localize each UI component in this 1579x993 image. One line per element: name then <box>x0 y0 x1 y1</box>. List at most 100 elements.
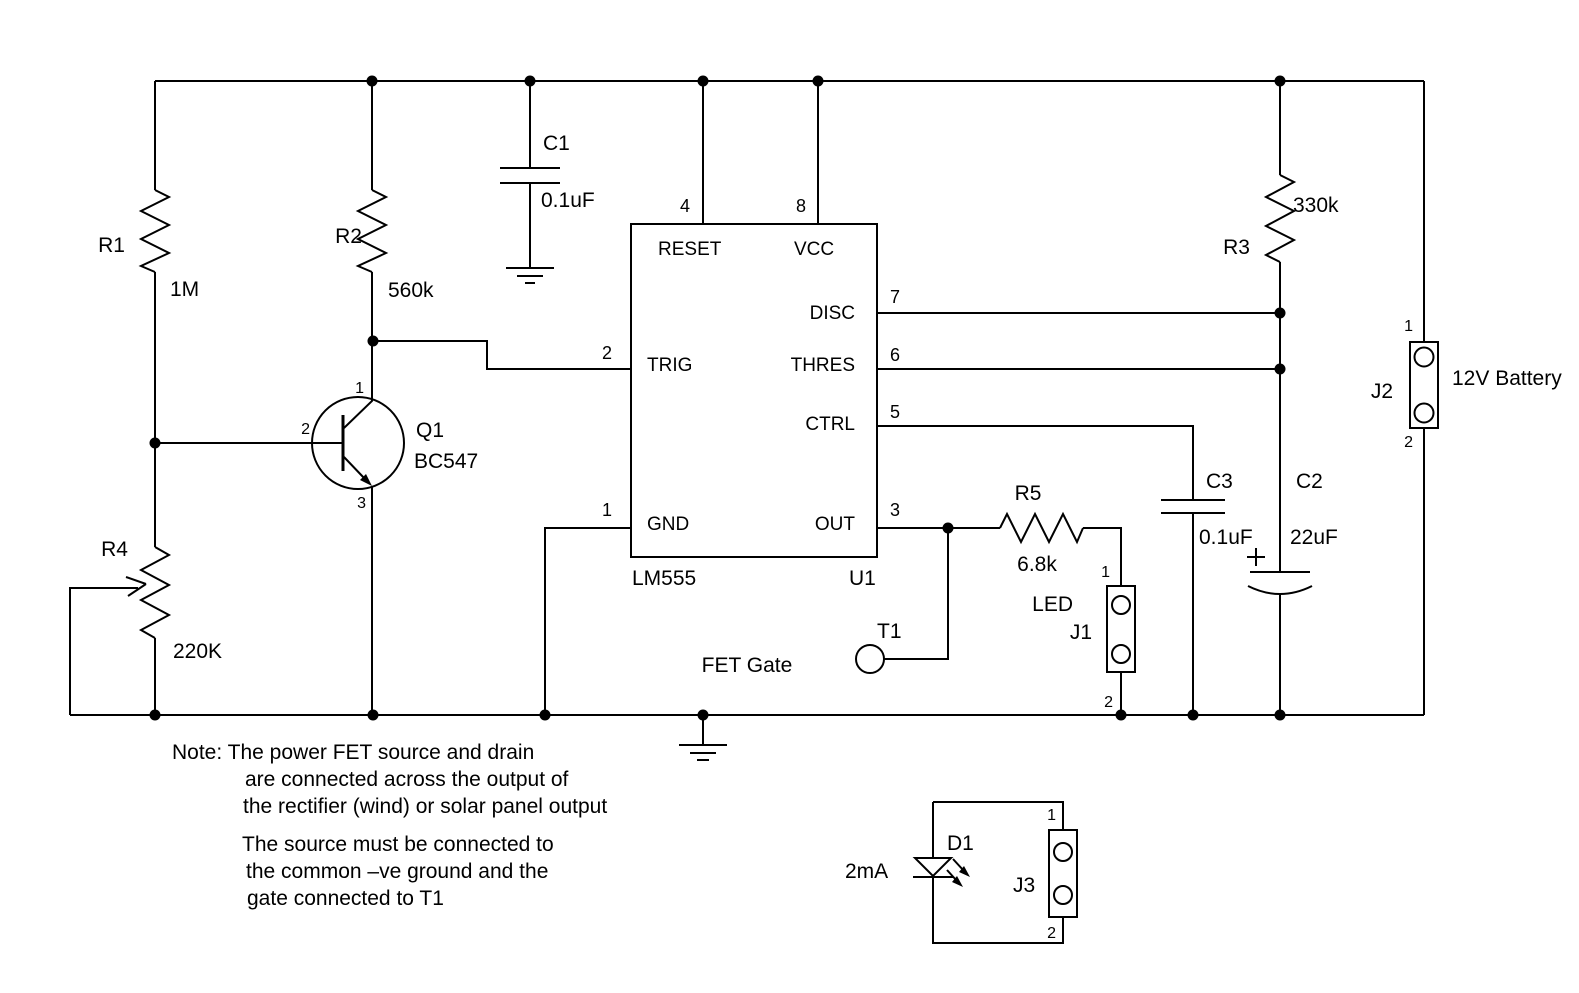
u1-ref: U1 <box>849 567 876 590</box>
j2-ref: J2 <box>1371 380 1393 403</box>
r4-ref: R4 <box>101 538 128 561</box>
pin-reset: RESET <box>658 239 722 260</box>
pin-thres: THRES <box>791 355 855 376</box>
r5-ref: R5 <box>1015 482 1042 505</box>
q1-ref: Q1 <box>416 419 444 442</box>
resistor-r1: R1 1M <box>98 189 199 301</box>
capacitor-c1: C1 0.1uF <box>500 132 595 284</box>
junction-dot <box>1274 75 1286 87</box>
junction-dot <box>366 75 378 87</box>
c3-ref: C3 <box>1206 470 1233 493</box>
junction-dots <box>149 75 1286 721</box>
junction-dot <box>697 75 709 87</box>
t1-caption: FET Gate <box>702 654 793 677</box>
connector-pin-hole <box>1111 595 1131 615</box>
j2-caption: 12V Battery <box>1452 367 1562 390</box>
wire-t1 <box>884 528 949 660</box>
wire-trig <box>373 340 631 370</box>
subcircuit-loop <box>932 801 1064 944</box>
j1-ref: J1 <box>1070 621 1092 644</box>
led-arrowhead <box>952 876 963 887</box>
junction-dot <box>1274 709 1286 721</box>
note-line: gate connected to T1 <box>247 887 444 910</box>
r2-ref: R2 <box>335 225 362 248</box>
pin-num-1: 1 <box>602 500 612 520</box>
r3-ref: R3 <box>1223 236 1250 259</box>
q1-part: BC547 <box>414 450 478 473</box>
junction-dot <box>812 75 824 87</box>
transistor-circle <box>311 396 405 490</box>
pin-num-3: 3 <box>890 500 900 520</box>
connector-body <box>1048 829 1078 918</box>
junction-dot <box>367 335 379 347</box>
note-line: are connected across the output of <box>245 768 569 791</box>
c1-ref: C1 <box>543 132 570 155</box>
q1-pin2: 2 <box>301 421 310 438</box>
junction-dot <box>1115 709 1127 721</box>
pin-num-4: 4 <box>680 196 690 216</box>
pin-disc: DISC <box>810 303 855 324</box>
led-icon <box>912 857 970 887</box>
wires <box>69 80 1425 716</box>
connector-body <box>1106 585 1136 673</box>
j1-caption: LED <box>1032 593 1073 616</box>
ground-bars <box>679 744 727 761</box>
q1-emitter-arrowhead <box>360 474 372 486</box>
terminal-t1: T1 FET Gate <box>702 620 902 677</box>
r1-value: 1M <box>170 278 199 301</box>
j3-pin1: 1 <box>1047 807 1056 824</box>
j3-pin2: 2 <box>1047 925 1056 942</box>
note-line: the common –ve ground and the <box>246 860 548 883</box>
c2-polarity-plus-icon <box>1247 548 1265 566</box>
connector-j3: 1 2 J3 <box>1013 807 1078 942</box>
capacitor-c2-electrolytic: C2 22uF <box>1247 470 1338 595</box>
resistor-body <box>138 546 172 639</box>
junction-dot <box>942 522 954 534</box>
ic-body <box>630 223 878 558</box>
wire-q1-emitter <box>343 456 373 715</box>
resistor-body <box>138 189 172 273</box>
j2-pin2: 2 <box>1404 434 1413 451</box>
pin-num-7: 7 <box>890 287 900 307</box>
connector-j2: 1 2 J2 12V Battery <box>1371 318 1562 451</box>
junction-dot <box>1274 307 1286 319</box>
q1-pin3: 3 <box>357 495 366 512</box>
r5-value: 6.8k <box>1017 553 1057 576</box>
wire-gnd <box>544 527 631 715</box>
note-line: Note: The power FET source and drain <box>172 741 534 764</box>
capacitor-plate-curved <box>1247 585 1313 595</box>
c2-ref: C2 <box>1296 470 1323 493</box>
u1-part: LM555 <box>632 567 696 590</box>
connector-pin-hole <box>1111 644 1131 664</box>
junction-dot <box>1274 363 1286 375</box>
connector-j1: 1 2 LED J1 <box>1032 564 1136 711</box>
wire-r5-to-j1 <box>1083 527 1122 586</box>
connector-pin-hole <box>1053 885 1073 905</box>
j1-pin2: 2 <box>1104 694 1113 711</box>
junction-dot <box>524 75 536 87</box>
connector-pin-hole <box>1413 346 1435 368</box>
c2-value: 22uF <box>1290 526 1338 549</box>
j1-pin1: 1 <box>1101 564 1110 581</box>
junction-dot <box>367 709 379 721</box>
resistor-r2: R2 560k <box>335 189 434 302</box>
junction-dot <box>539 709 551 721</box>
pin-ctrl: CTRL <box>805 414 855 435</box>
t1-ref: T1 <box>877 620 902 643</box>
j2-pin1: 1 <box>1404 318 1413 335</box>
ic-u1-lm555: RESET VCC DISC THRES CTRL OUT TRIG GND 4… <box>602 196 900 590</box>
terminal-circle <box>855 644 885 674</box>
j3-ref: J3 <box>1013 874 1035 897</box>
resistor-body <box>1263 174 1297 263</box>
pin-num-2: 2 <box>602 343 612 363</box>
resistor-r4-potentiometer: R4 220K <box>101 538 222 663</box>
pin-vcc: VCC <box>794 239 834 260</box>
wire-r4-wiper <box>69 576 147 715</box>
r3-value: 330k <box>1293 194 1339 217</box>
r4-value: 220K <box>173 640 222 663</box>
d1-ref: D1 <box>947 832 974 855</box>
capacitor-plates <box>500 167 560 184</box>
junction-dot <box>149 709 161 721</box>
junction-dot <box>149 437 161 449</box>
